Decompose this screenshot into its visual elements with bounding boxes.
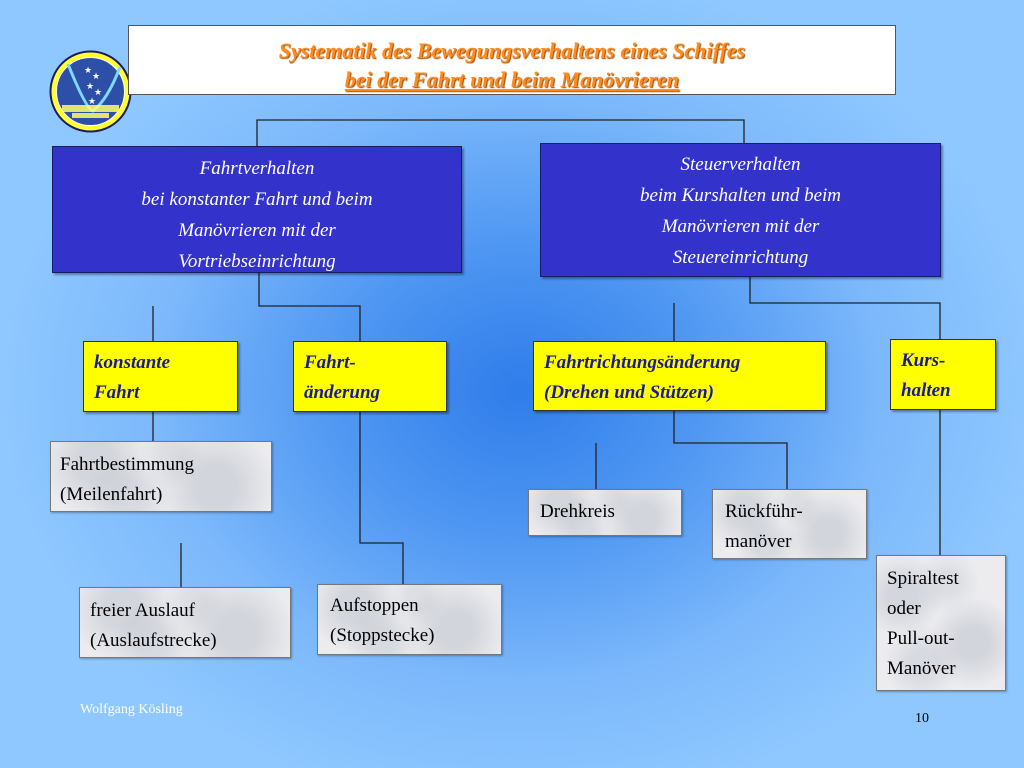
test-label: Pull-out- [887, 628, 955, 649]
category-label: Kurs- [901, 350, 946, 371]
title-line-1: Systematik des Bewegungsverhaltens eines… [278, 38, 746, 63]
test-label: Manöver [887, 658, 956, 679]
test-label: manöver [725, 531, 792, 552]
fahrtbestimmung-box: Fahrtbestimmung (Meilenfahrt) [50, 441, 272, 512]
steuerverhalten-line: Steuereinrichtung [672, 247, 809, 268]
footer-author: Wolfgang Kösling [80, 702, 183, 717]
fahrtverhalten-line: bei konstanter Fahrt und beim [141, 189, 373, 210]
test-label: oder [887, 598, 921, 619]
freier-auslauf-box: freier Auslauf (Auslaufstrecke) [79, 587, 291, 658]
test-label: Fahrtbestimmung [60, 454, 195, 475]
page-number: 10 [915, 711, 929, 726]
fahrtverhalten-box: Fahrtverhalten bei konstanter Fahrt und … [52, 146, 462, 273]
konstante-fahrt-box: konstante Fahrt [83, 341, 238, 412]
aufstoppen-box: Aufstoppen (Stoppstecke) [317, 584, 502, 655]
connector-title-to-main [256, 119, 745, 146]
test-label: (Meilenfahrt) [60, 484, 163, 505]
connector-fahrtaenderung [180, 412, 404, 587]
logo: ★★ ★★ ★ [48, 49, 133, 134]
test-label: freier Auslauf [90, 600, 195, 621]
connector-fahrtrichtung [595, 411, 788, 489]
svg-text:★: ★ [94, 88, 102, 98]
test-label: Drehkreis [540, 501, 615, 522]
test-label: (Auslaufstrecke) [90, 630, 217, 651]
category-label: halten [901, 380, 951, 401]
category-label: Fahrtrichtungsänderung [544, 352, 741, 373]
rueckfuehrmanoever-box: Rückführ- manöver [712, 489, 867, 559]
svg-text:★: ★ [84, 66, 92, 76]
fahrtaenderung-box: Fahrt- änderung [293, 341, 447, 412]
fahrtverhalten-line: Vortriebseinrichtung [178, 251, 336, 272]
connector-right-main [673, 277, 941, 341]
fahrtverhalten-line: Fahrtverhalten [199, 158, 315, 179]
category-label: konstante [94, 352, 171, 373]
kurshalten-box: Kurs- halten [890, 339, 996, 410]
test-label: Rückführ- [725, 501, 803, 522]
test-label: Aufstoppen [330, 595, 419, 616]
category-label: (Drehen und Stützen) [544, 382, 714, 403]
spiraltest-box: Spiraltest oder Pull-out- Manöver [876, 555, 1006, 691]
steuerverhalten-line: beim Kurshalten und beim [639, 185, 842, 206]
steuerverhalten-line: Steuerverhalten [680, 154, 801, 175]
test-label: (Stoppstecke) [330, 625, 435, 646]
svg-text:★: ★ [92, 72, 100, 82]
category-label: Fahrt- [304, 352, 356, 373]
svg-text:★: ★ [86, 82, 94, 92]
title-box: Systematik des Bewegungsverhaltens eines… [128, 25, 896, 95]
ship-logo-icon: ★★ ★★ ★ [49, 50, 132, 133]
category-label: Fahrt [94, 382, 140, 403]
fahrtverhalten-line: Manövrieren mit der [178, 220, 336, 241]
steuerverhalten-line: Manövrieren mit der [661, 216, 820, 237]
steuerverhalten-box: Steuerverhalten beim Kurshalten und beim… [540, 143, 941, 277]
title-line-2: bei der Fahrt und beim Manövrieren [344, 67, 680, 92]
fahrtrichtungsaenderung-box: Fahrtrichtungsänderung (Drehen und Stütz… [533, 341, 826, 411]
connector-left-main [152, 273, 361, 341]
svg-text:★: ★ [88, 97, 96, 107]
category-label: änderung [304, 382, 381, 403]
test-label: Spiraltest [887, 568, 959, 589]
drehkreis-box: Drehkreis [528, 489, 682, 536]
